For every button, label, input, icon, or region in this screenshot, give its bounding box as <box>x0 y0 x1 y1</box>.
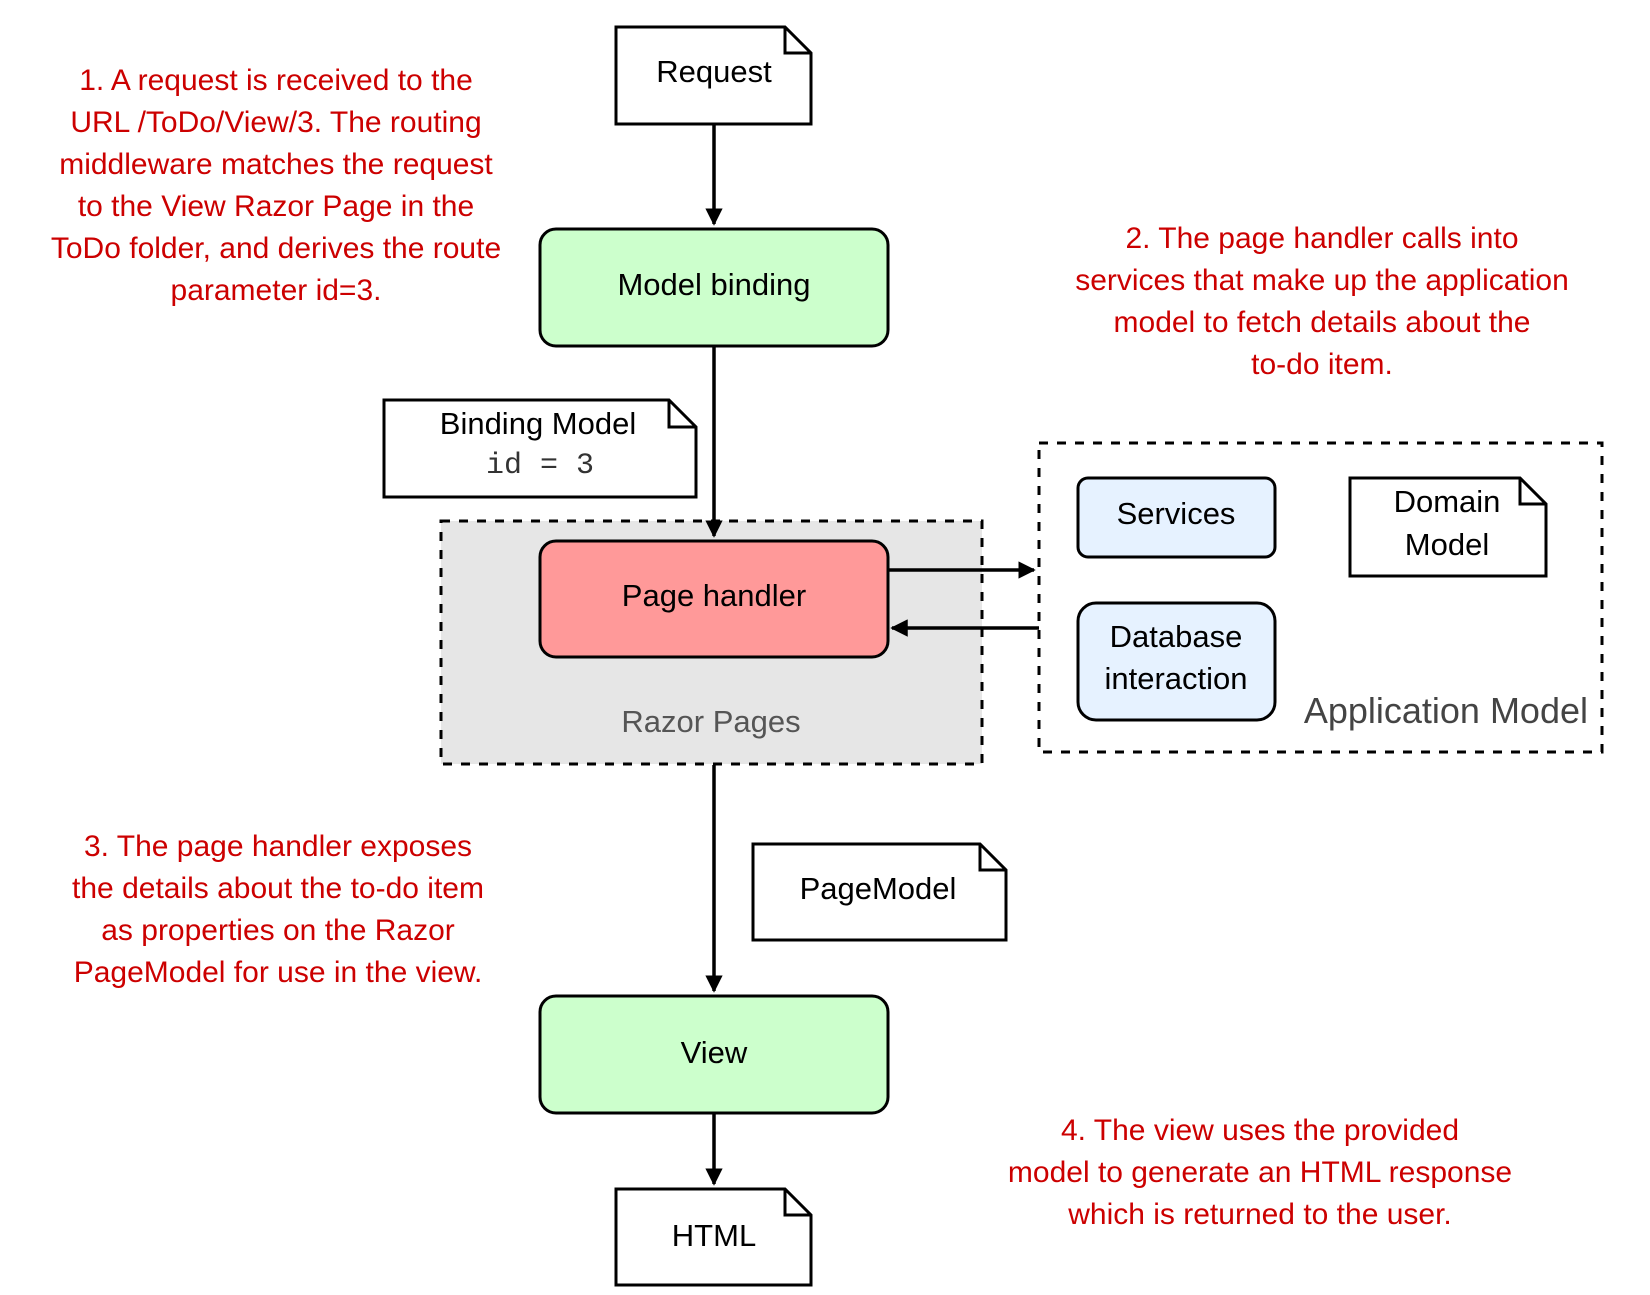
note-step-2-line: to-do item. <box>1251 348 1393 381</box>
note-step-2-line: model to fetch details about the <box>1113 306 1531 339</box>
page-model-label: PageModel <box>800 871 957 906</box>
html-document: HTML <box>614 1187 813 1287</box>
note-step-4-line: which is returned to the user. <box>1068 1198 1452 1231</box>
domain-model-line1: Domain <box>1394 484 1501 519</box>
note-step-4: 4. The view uses the provided model to g… <box>950 1110 1570 1236</box>
services-box: Services <box>1076 476 1277 559</box>
page-handler-box: Page handler <box>538 539 890 659</box>
binding-model-document: Binding Model id = 3 <box>382 398 698 499</box>
domain-model-document: Domain Model <box>1348 476 1548 578</box>
binding-model-title: Binding Model <box>440 406 636 441</box>
view-label: View <box>681 1035 748 1070</box>
note-step-3: 3. The page handler exposes the details … <box>20 826 536 994</box>
page-model-document: PageModel <box>751 842 1008 942</box>
note-step-2: 2. The page handler calls into services … <box>1030 218 1614 386</box>
binding-model-code: id = 3 <box>486 449 594 483</box>
connectors <box>705 124 1039 1186</box>
application-model-label: Application Model <box>1304 690 1588 731</box>
note-step-1-line: URL /ToDo/View/3. The routing <box>70 106 482 139</box>
note-step-3-line: the details about the to-do item <box>72 872 484 905</box>
note-step-1-line: middleware matches the request <box>59 148 493 181</box>
note-step-2-line: 2. The page handler calls into <box>1125 222 1519 255</box>
note-step-3-line: as properties on the Razor <box>101 914 455 947</box>
page-handler-label: Page handler <box>622 578 806 613</box>
note-step-3-line: PageModel for use in the view. <box>73 956 483 989</box>
note-step-1: 1. A request is received to the URL /ToD… <box>0 60 552 312</box>
note-step-1-line: to the View Razor Page in the <box>77 190 475 223</box>
razor-pages-label: Razor Pages <box>621 704 800 739</box>
model-binding-box: Model binding <box>538 227 890 348</box>
services-label: Services <box>1117 496 1236 531</box>
model-binding-label: Model binding <box>617 267 810 302</box>
html-label: HTML <box>672 1218 756 1253</box>
note-step-1-line: ToDo folder, and derives the route <box>50 232 502 265</box>
database-line2: interaction <box>1104 661 1247 696</box>
note-step-4-line: 4. The view uses the provided <box>1060 1114 1459 1147</box>
note-step-3-line: 3. The page handler exposes <box>83 830 473 863</box>
note-step-2-line: services that make up the application <box>1075 264 1569 297</box>
database-line1: Database <box>1110 619 1243 654</box>
note-step-1-line: 1. A request is received to the <box>79 64 473 97</box>
request-label: Request <box>656 54 772 89</box>
request-document: Request <box>614 25 813 126</box>
domain-model-line2: Model <box>1405 527 1489 562</box>
view-box: View <box>538 994 890 1115</box>
note-step-1-line: parameter id=3. <box>170 274 382 307</box>
note-step-4-line: model to generate an HTML response <box>1007 1156 1513 1189</box>
database-interaction-box: Database interaction <box>1076 601 1277 722</box>
